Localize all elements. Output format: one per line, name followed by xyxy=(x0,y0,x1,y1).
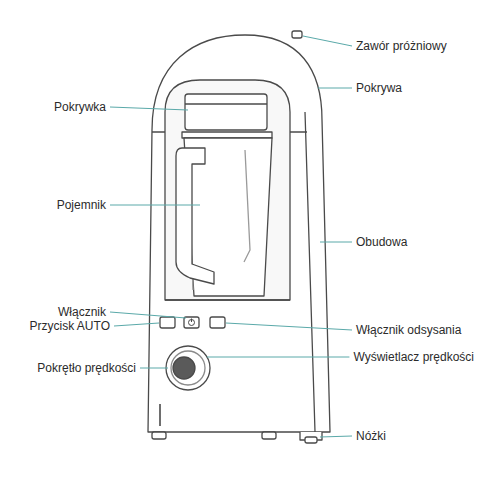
part-label: Nóżki xyxy=(356,429,386,443)
part-label: Pokrywka xyxy=(54,100,106,114)
leader-line xyxy=(320,242,352,243)
part-label: Pokrętło prędkości xyxy=(37,361,136,375)
leader-line xyxy=(303,36,352,46)
leader-line xyxy=(226,323,352,330)
leader-line xyxy=(110,205,200,206)
part-label: Przycisk AUTO xyxy=(30,319,110,333)
part-label: Obudowa xyxy=(356,235,407,249)
leader-line xyxy=(110,107,188,110)
leader-line xyxy=(110,312,186,318)
leader-line xyxy=(114,323,159,326)
part-label: Pokrywa xyxy=(356,81,402,95)
part-label: Włącznik xyxy=(58,305,106,319)
leader-line xyxy=(320,436,352,437)
part-label: Wyświetlacz prędkości xyxy=(353,350,474,364)
part-label: Zawór próżniowy xyxy=(356,39,447,53)
leader-line xyxy=(207,357,349,358)
part-label: Pojemnik xyxy=(57,198,106,212)
leader-line xyxy=(318,88,352,89)
leader-line xyxy=(140,368,168,369)
part-label: Włącznik odsysania xyxy=(356,323,461,337)
